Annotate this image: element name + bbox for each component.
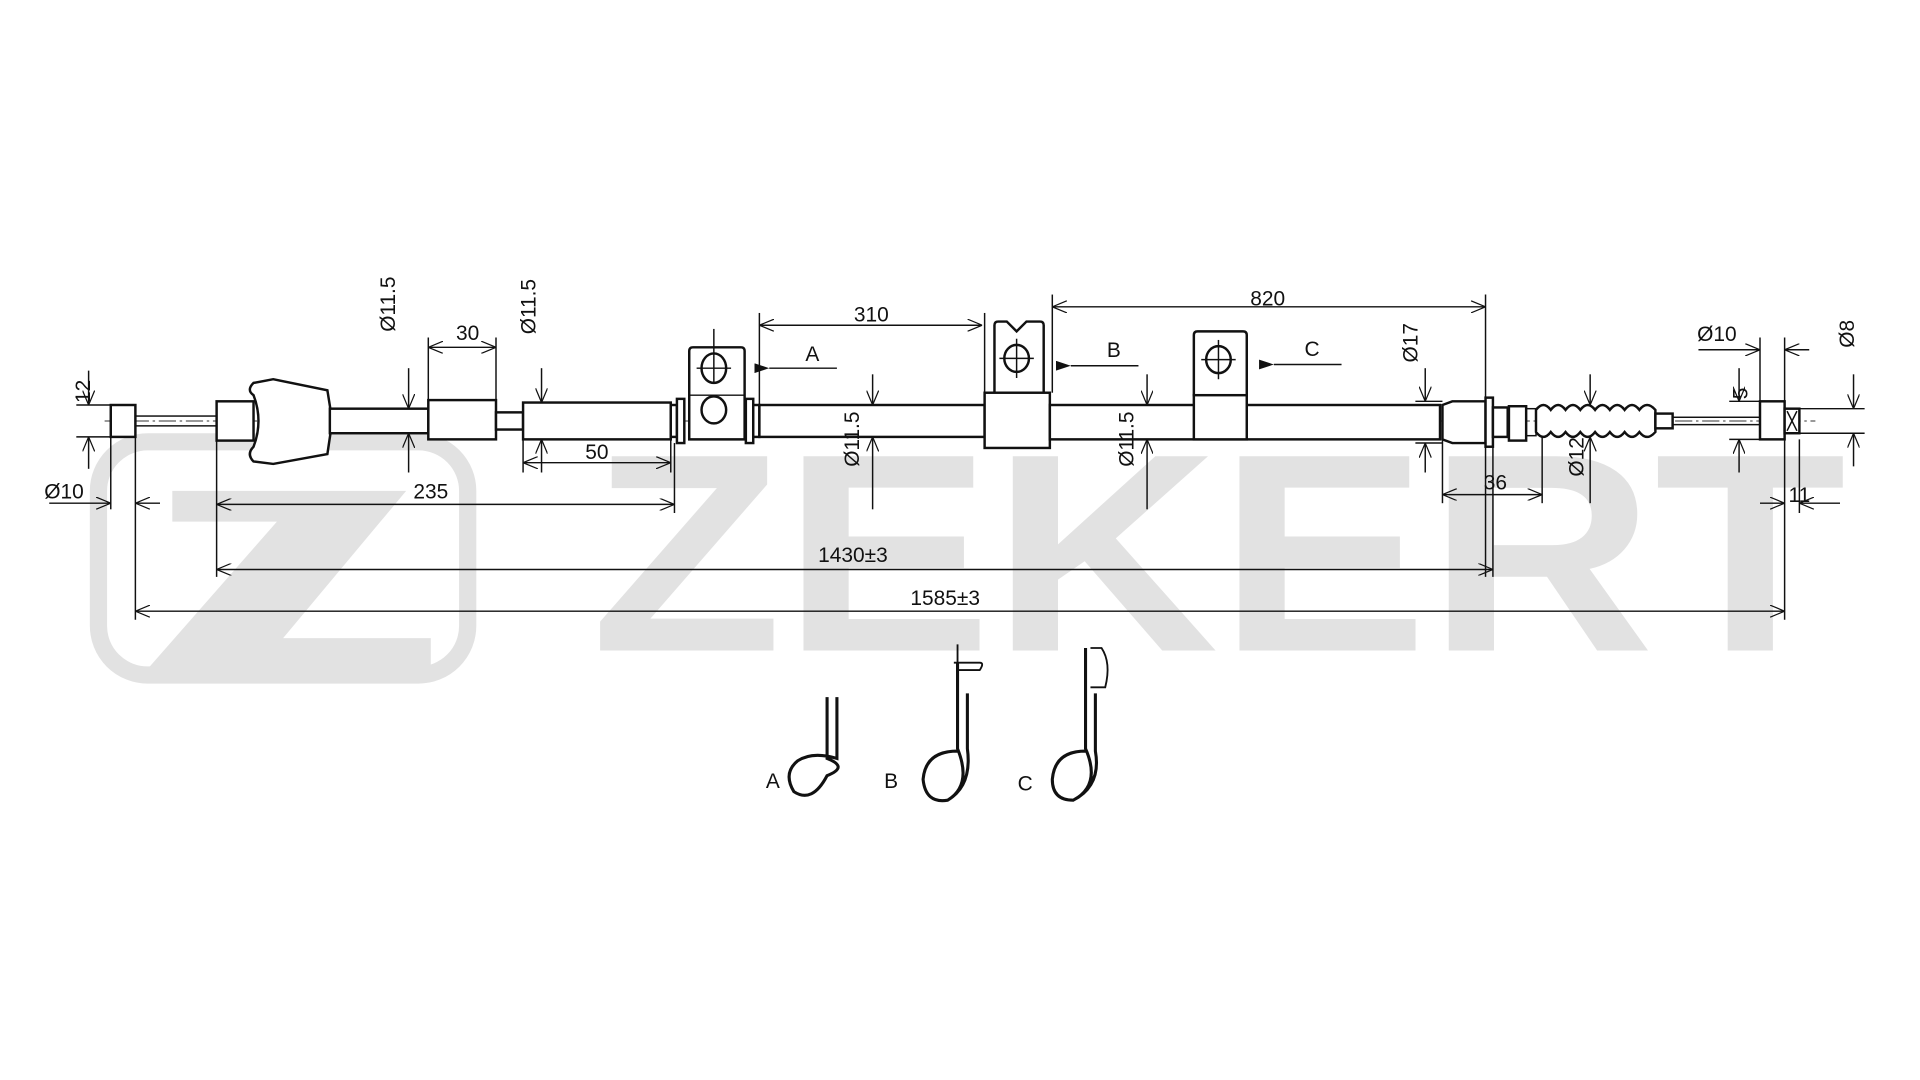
clip-detail-b: B [884, 644, 984, 803]
view-label-b: B [1107, 339, 1121, 362]
detail-label-b: B [884, 770, 898, 793]
bracket-3 [1192, 330, 1248, 441]
rubber-boot [248, 377, 334, 466]
detail-label-a: A [766, 770, 780, 793]
dim-30: 30 [456, 322, 479, 345]
view-label-c: C [1304, 338, 1319, 361]
boot-collar [215, 400, 255, 442]
right-end-fitting [1758, 400, 1786, 441]
dim-310: 310 [854, 304, 889, 327]
dim-12-left: 12 [72, 380, 95, 403]
dim-left-dia: Ø10 [44, 480, 84, 503]
dim-50: 50 [585, 441, 608, 464]
dim-820: 820 [1250, 288, 1285, 311]
spring-bellows [1525, 403, 1657, 439]
dim-1585: 1585±3 [910, 587, 980, 610]
clip-details: A B C [766, 644, 1109, 803]
bracket-2 [983, 320, 1052, 450]
dim-dia-11-5-d: Ø11.5 [1116, 412, 1139, 467]
clip-detail-a: A [766, 697, 840, 797]
dim-1430: 1430±3 [818, 544, 888, 567]
dim-right-dia: Ø10 [1697, 323, 1737, 346]
watermark-brand: ZEKERT [591, 395, 1846, 711]
clip-detail-c: C [1018, 647, 1109, 802]
dimension-lines [49, 294, 1865, 620]
left-end-fitting [109, 403, 137, 439]
dim-36: 36 [1484, 472, 1507, 495]
dim-dia-11-5-b: Ø11.5 [518, 279, 541, 334]
dim-dia-11-5-a: Ø11.5 [377, 277, 400, 332]
dim-dia-12: Ø12 [1565, 437, 1588, 476]
dim-dia-17: Ø17 [1399, 323, 1422, 362]
detail-label-c: C [1018, 772, 1033, 795]
cable-assembly [109, 320, 1801, 466]
dim-5: 5 [1730, 388, 1753, 400]
ferrule [1441, 400, 1487, 445]
bracket-1 [688, 328, 746, 441]
dim-235: 235 [413, 480, 448, 503]
view-label-a: A [805, 343, 819, 366]
zekert-watermark-logo: ZEKERT [89, 395, 1846, 711]
view-arrows [754, 359, 1342, 374]
dim-dia-11-5-c: Ø11.5 [841, 412, 864, 467]
dim-dia-8: Ø8 [1836, 320, 1859, 348]
dimension-labels: 310 820 30 50 235 1430±3 1585±3 36 11 Ø1… [44, 277, 1859, 610]
dim-11: 11 [1789, 484, 1811, 507]
